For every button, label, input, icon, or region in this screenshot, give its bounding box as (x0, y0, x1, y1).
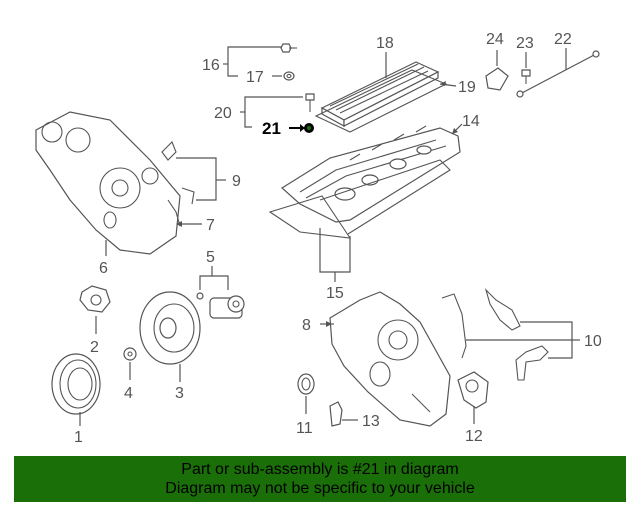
part-15-gasket (268, 159, 451, 282)
part-6-timing-cover (35, 111, 181, 256)
callout-13: 13 (362, 413, 380, 430)
callout-19: 19 (458, 79, 476, 96)
callout-21: 21 (262, 119, 281, 138)
callout-18: 18 (376, 35, 394, 52)
bracket-20-21 (240, 96, 303, 128)
callout-14: 14 (462, 113, 480, 130)
part-17-grommet (283, 71, 295, 81)
part-5-water-pump (196, 266, 245, 319)
callout-4: 4 (124, 385, 133, 402)
callout-11: 11 (296, 420, 313, 437)
part-14-valve-cover (281, 123, 463, 223)
part-16-bolt (280, 43, 297, 53)
part-7-gasket (167, 199, 202, 227)
part-12-tensioner (457, 371, 489, 424)
callout-5: 5 (206, 249, 215, 266)
part-9-gaskets (161, 141, 226, 205)
part-20-bolt (305, 93, 315, 112)
part-8-lower-timing-cover (320, 291, 451, 427)
callout-1: 1 (74, 429, 83, 446)
part-11-seal (297, 373, 315, 414)
part-22-bracket-bar (516, 48, 600, 98)
callout-10: 10 (584, 333, 602, 350)
info-banner: Part or sub-assembly is #21 in diagram D… (14, 456, 626, 502)
part-10-gaskets (441, 288, 580, 381)
part-21-seal-highlighted (289, 123, 314, 133)
callout-22: 22 (554, 31, 572, 48)
exploded-parts-diagram: 1 2 3 4 5 6 7 8 9 10 11 12 13 14 15 16 1… (35, 31, 602, 446)
banner-line-disclaimer: Diagram may not be specific to your vehi… (165, 480, 475, 497)
callout-20: 20 (214, 105, 232, 122)
callout-17: 17 (246, 69, 264, 86)
part-13-bracket (329, 401, 358, 427)
part-23-bolt (521, 52, 531, 84)
callout-8: 8 (302, 317, 311, 334)
part-1-crank-pulley (51, 353, 101, 426)
part-4-washer (123, 347, 137, 380)
part-24-grommet (485, 50, 509, 91)
callout-6: 6 (99, 260, 108, 277)
part-19-gasket (314, 69, 457, 133)
part-2-hub (79, 285, 111, 334)
callout-3: 3 (175, 385, 184, 402)
callout-12: 12 (465, 428, 483, 445)
callout-9: 9 (232, 173, 241, 190)
callout-23: 23 (516, 35, 534, 52)
callout-16: 16 (202, 57, 220, 74)
callout-7: 7 (206, 217, 215, 234)
bracket-16-17 (223, 46, 282, 77)
callout-labels: 1 2 3 4 5 6 7 8 9 10 11 12 13 14 15 16 1… (74, 31, 602, 446)
callout-15: 15 (326, 285, 344, 302)
banner-line-part: Part or sub-assembly is #21 in diagram (181, 461, 459, 478)
part-18-coil-cover (320, 52, 440, 128)
callout-24: 24 (486, 31, 504, 48)
part-3-pulley (139, 291, 201, 382)
callout-2: 2 (90, 339, 99, 356)
